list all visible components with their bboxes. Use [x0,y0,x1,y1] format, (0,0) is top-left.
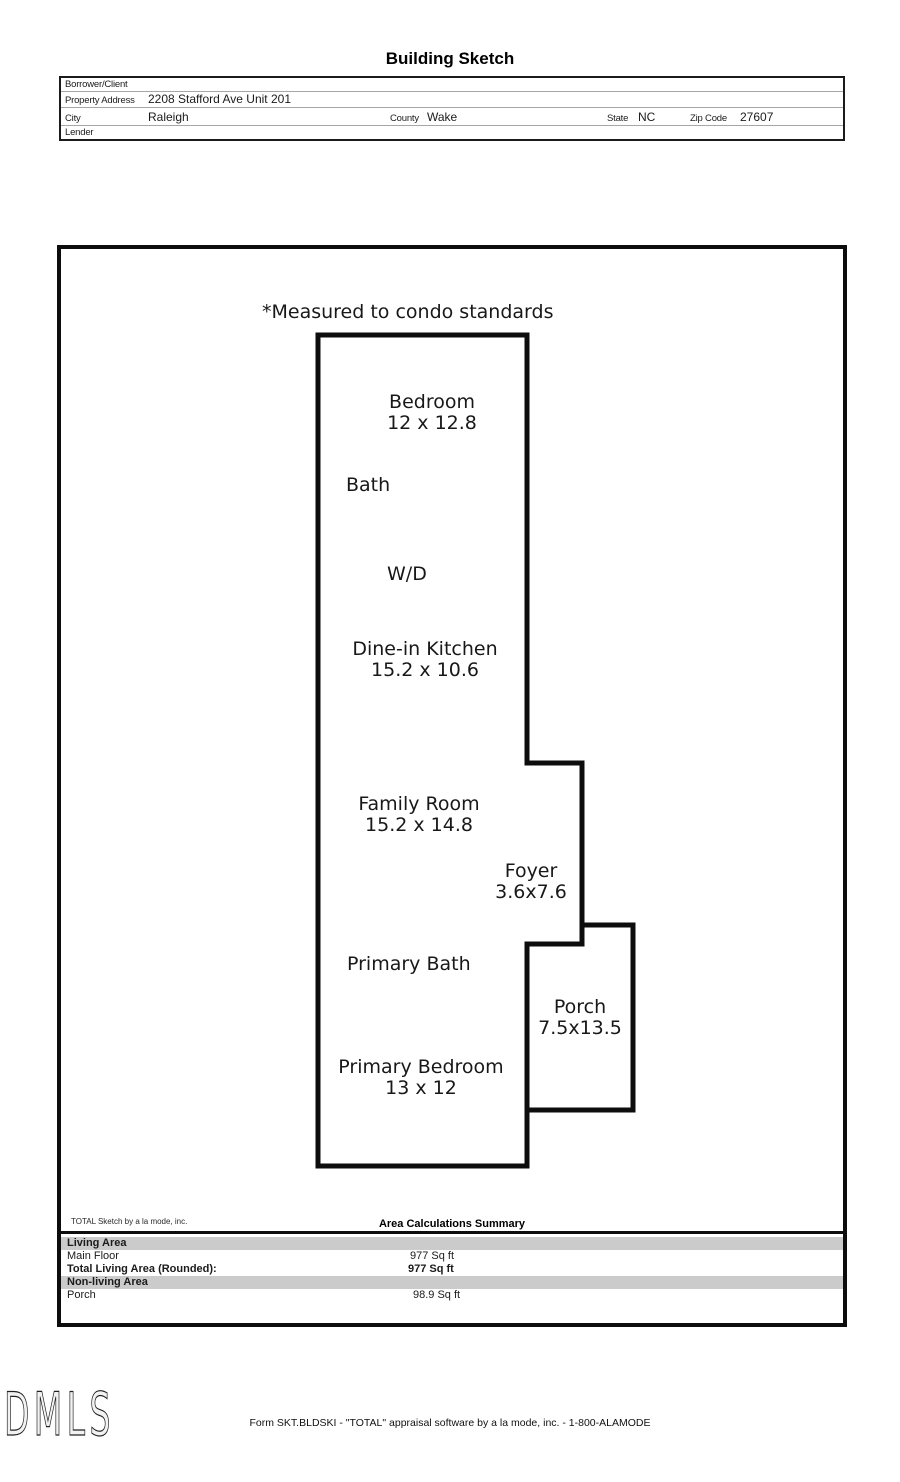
room-label-porch: Porch 7.5x13.5 [520,997,640,1039]
condo-standards-note: *Measured to condo standards [262,301,554,323]
lender-label: Lender [65,127,94,138]
room-label-foyer: Foyer 3.6x7.6 [471,861,591,903]
borrower-label: Borrower/Client [65,79,128,90]
state-value: NC [638,110,656,124]
section-header-label: Non-living Area [67,1276,148,1288]
room-name: Family Room [358,793,480,815]
area-row-label: Main Floor [67,1250,119,1262]
room-label-family-room: Family Room 15.2 x 14.8 [319,794,519,836]
area-row-label: Porch [67,1289,96,1301]
property-address-label: Property Address [65,95,135,106]
room-name: Foyer [504,860,558,882]
dmls-logo: DMLS [4,1380,115,1450]
city-label: City [65,113,81,124]
section-header-label: Living Area [67,1237,127,1249]
room-dims: 15.2 x 10.6 [371,659,479,681]
room-dims: 7.5x13.5 [538,1017,622,1039]
room-dims: 12 x 12.8 [387,412,477,434]
sketch-software-branding: TOTAL Sketch by a la mode, inc. [71,1217,188,1226]
city-value: Raleigh [148,110,189,124]
area-row-value: 977 Sq ft [410,1250,455,1262]
non-living-area-section-header: Non-living Area [61,1276,843,1289]
total-value: 977 Sq ft [408,1263,454,1275]
total-label: Total Living Area (Rounded): [67,1263,217,1275]
summary-divider-line [61,1231,843,1234]
room-name: Dine-in Kitchen [352,638,498,660]
room-label-primary-bedroom: Primary Bedroom 13 x 12 [311,1057,531,1099]
room-label-washer-dryer: W/D [387,563,427,585]
main-floor-row: Main Floor 977 Sq ft [61,1250,843,1263]
room-label-bedroom: Bedroom 12 x 12.8 [352,392,512,434]
room-name: Porch [553,996,607,1018]
porch-area-row: Porch 98.9 Sq ft [61,1289,843,1302]
property-info-table: Borrower/Client Property Address 2208 St… [59,76,845,141]
room-dims: 15.2 x 14.8 [365,814,473,836]
room-label-primary-bath: Primary Bath [347,953,471,975]
county-value: Wake [427,110,458,124]
lender-row: Lender [61,126,843,139]
room-name: Bedroom [389,391,475,413]
area-calculations-summary-title: Area Calculations Summary [378,1218,526,1230]
room-dims: 13 x 12 [385,1077,457,1099]
state-label: State [607,113,629,124]
room-dims: 3.6x7.6 [495,881,567,903]
county-label: County [390,113,419,124]
page-title: Building Sketch [385,49,515,68]
living-area-section-header: Living Area [61,1237,843,1250]
room-label-dine-in-kitchen: Dine-in Kitchen 15.2 x 10.6 [325,639,525,681]
form-footer-line: Form SKT.BLDSKI - "TOTAL" appraisal soft… [249,1417,651,1429]
property-address-row: Property Address 2208 Stafford Ave Unit … [61,92,843,108]
room-label-bath: Bath [346,474,391,496]
area-row-value: 98.9 Sq ft [413,1289,461,1301]
property-address-value: 2208 Stafford Ave Unit 201 [148,92,291,106]
room-name: Primary Bedroom [338,1056,504,1078]
zip-code-value: 27607 [740,110,774,124]
city-county-state-zip-row: City Raleigh County Wake State NC Zip Co… [61,108,843,126]
zip-code-label: Zip Code [690,113,727,124]
total-living-area-row: Total Living Area (Rounded): 977 Sq ft [61,1263,843,1276]
borrower-row: Borrower/Client [61,78,843,92]
